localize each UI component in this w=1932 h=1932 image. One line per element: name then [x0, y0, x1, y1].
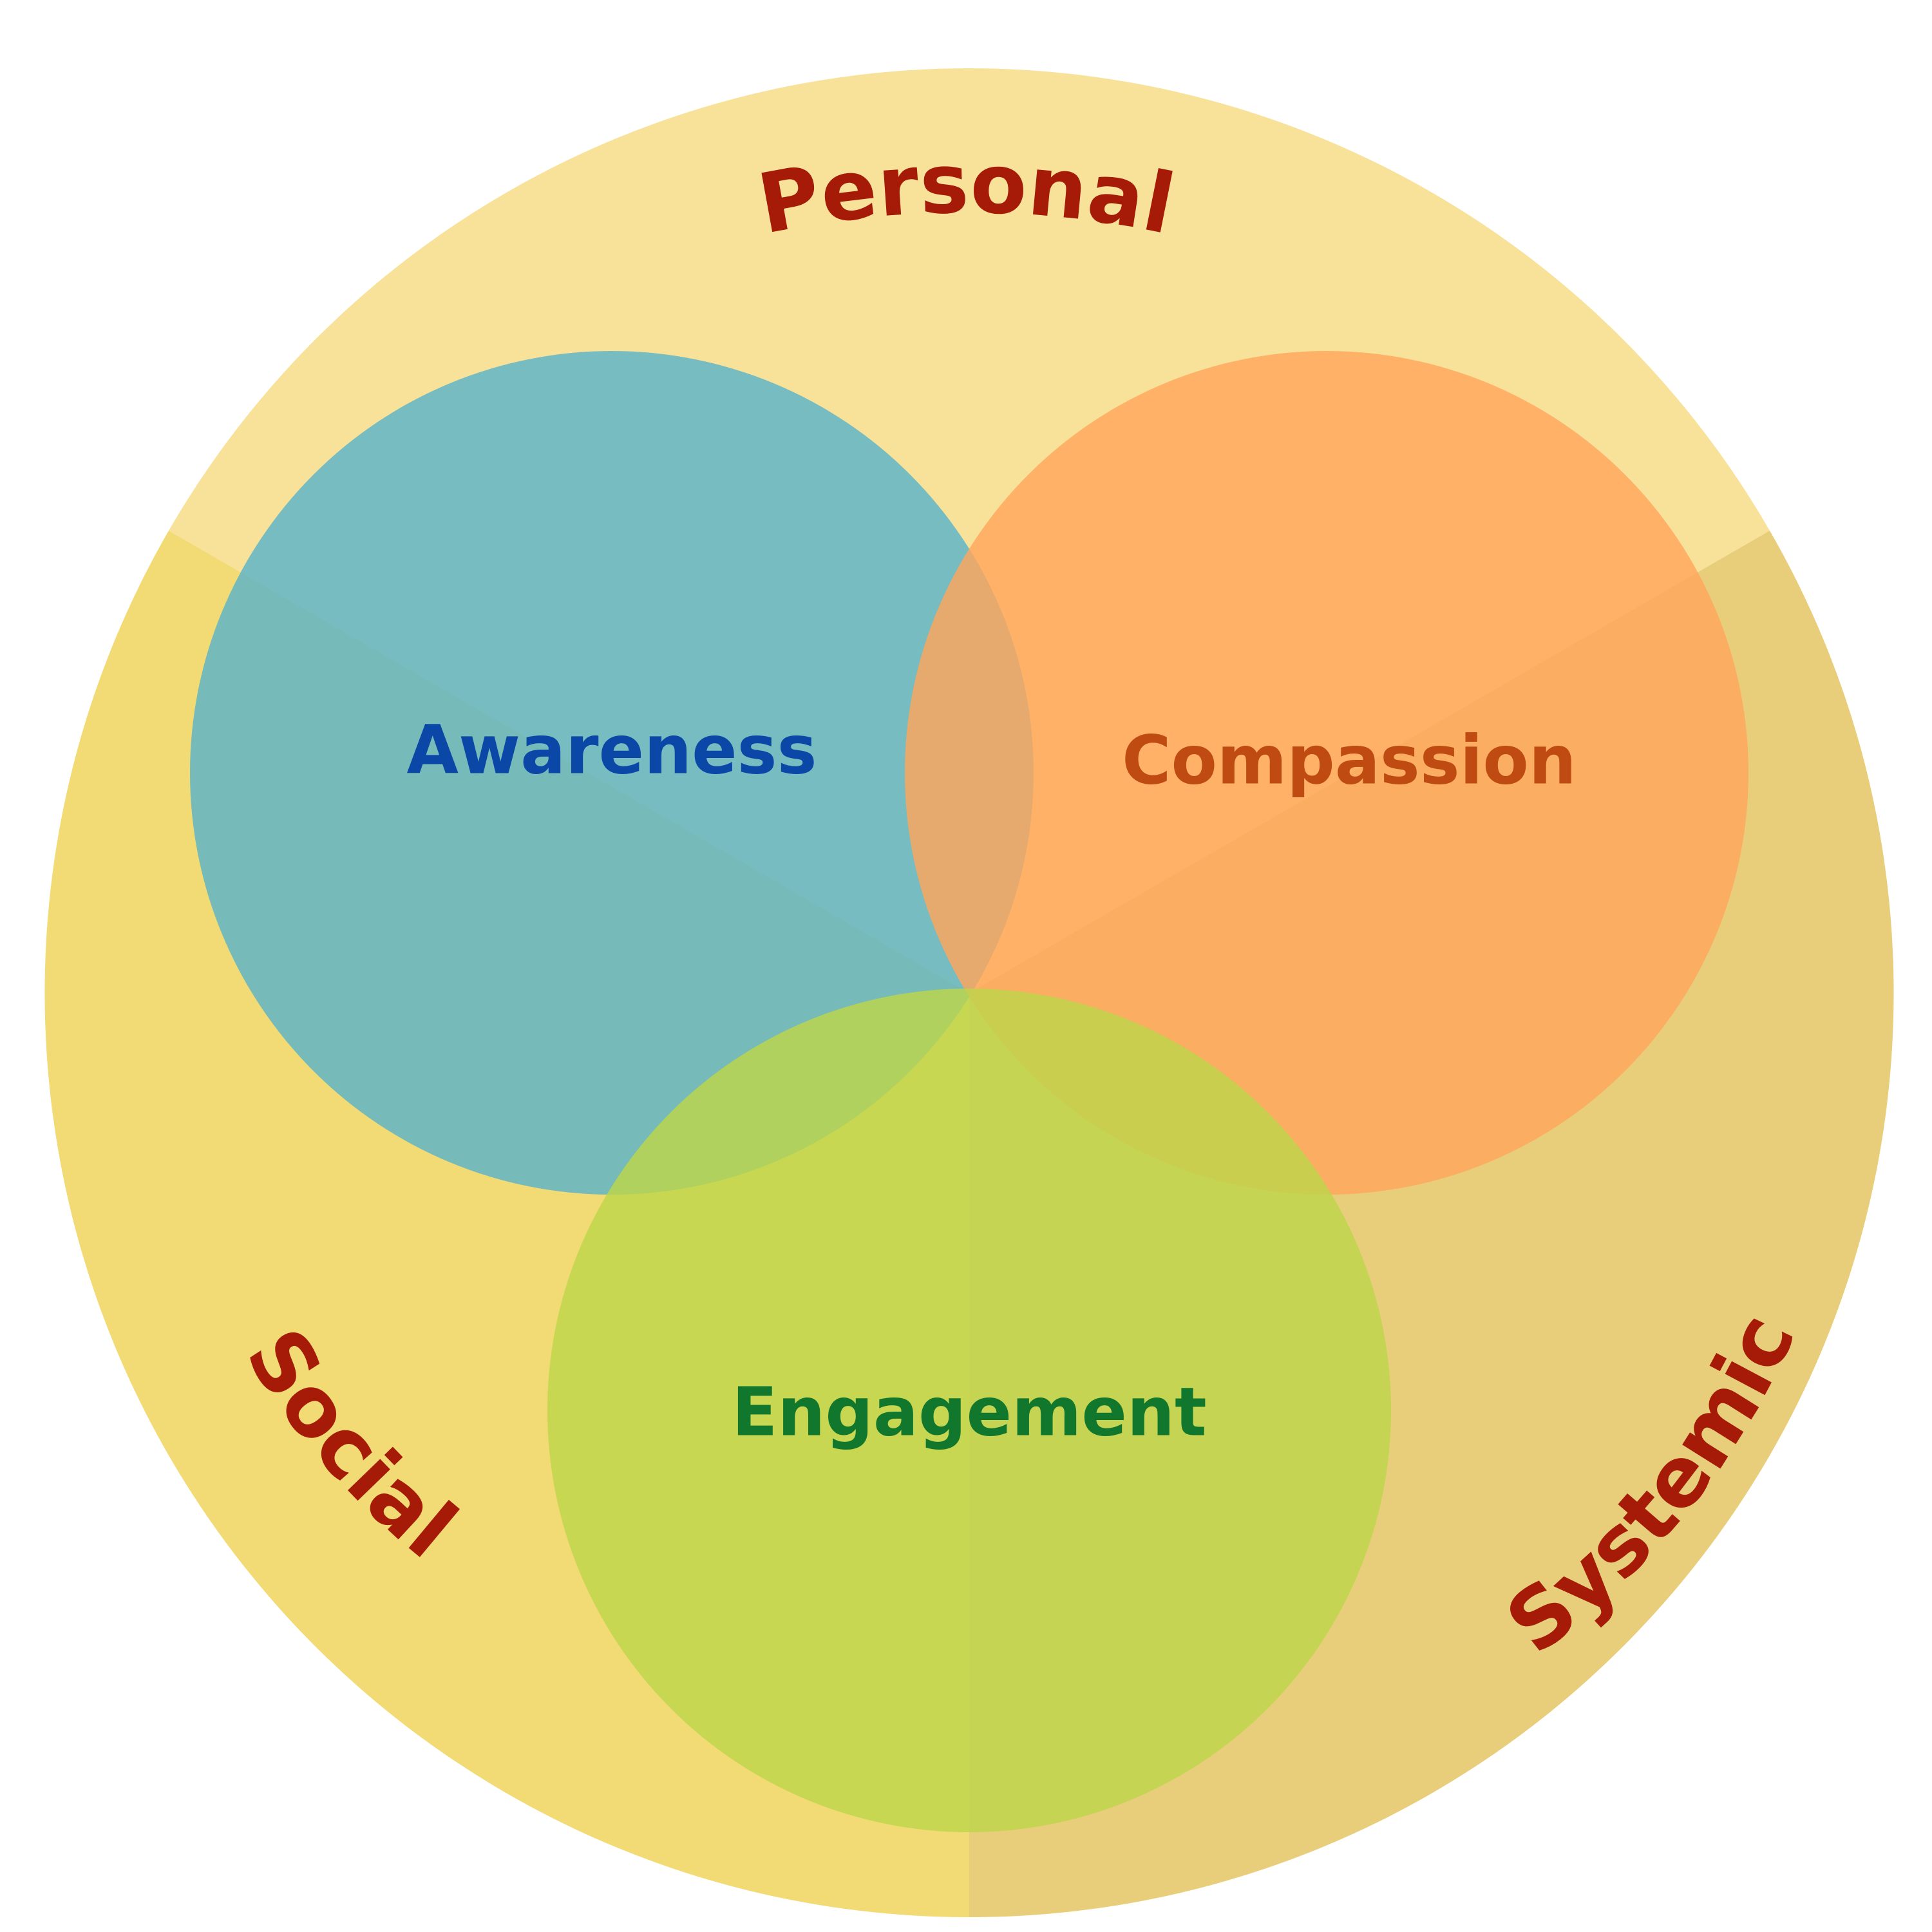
label-awareness: Awareness	[407, 710, 817, 789]
circle-engagement	[547, 989, 1391, 1832]
circle-awareness	[190, 351, 1034, 1195]
label-compassion: Compassion	[1122, 721, 1577, 799]
circle-compassion	[905, 351, 1748, 1195]
label-engagement: Engagement	[732, 1372, 1206, 1451]
sector-personal	[169, 68, 1770, 994]
